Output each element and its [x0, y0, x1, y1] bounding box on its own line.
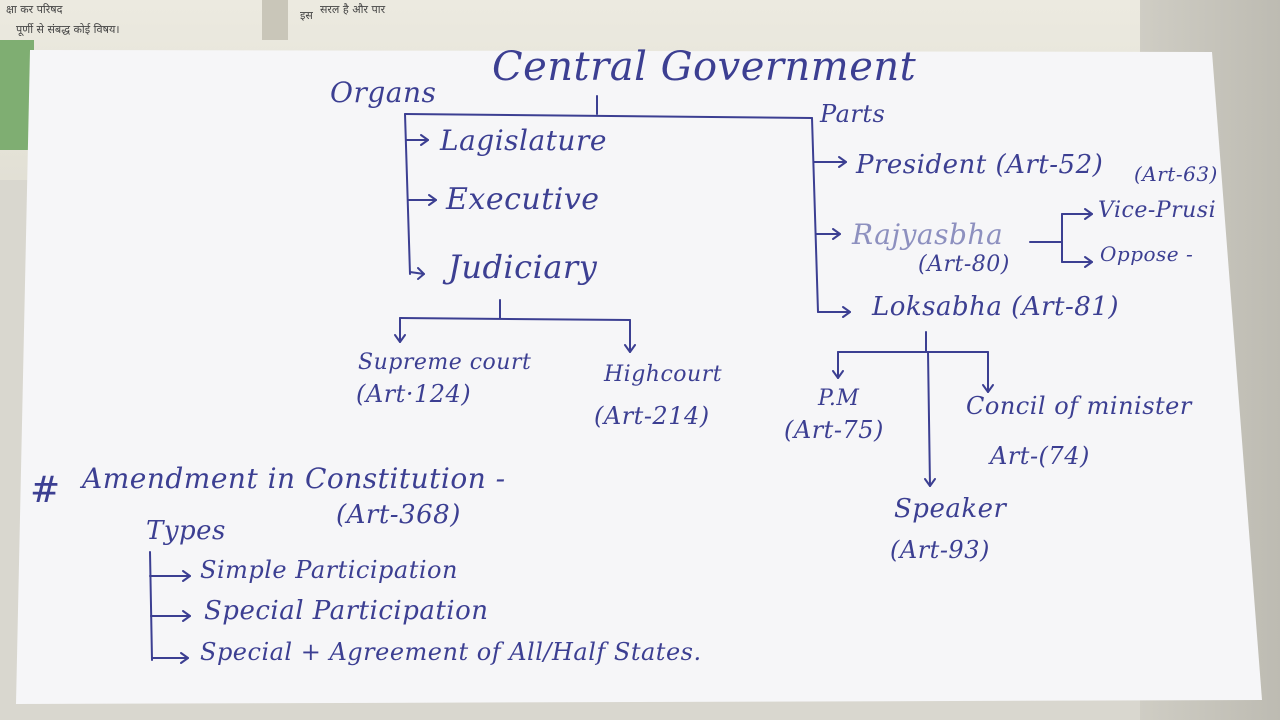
- parts-label: Parts: [820, 100, 886, 128]
- speaker-label: Speaker: [894, 494, 1007, 524]
- amendment-title: Amendment in Constitution -: [82, 462, 506, 495]
- book-text-line: सरल है और पार: [320, 3, 386, 16]
- supreme-court-label: Supreme court: [358, 350, 532, 375]
- organ-legislature: Lagislature: [440, 124, 607, 157]
- council-of-ministers-label: Concil of minister: [966, 392, 1192, 420]
- organs-label: Organs: [330, 76, 437, 109]
- amendment-type-special: Special Participation: [204, 596, 489, 626]
- vice-president-label: Vice-Prusi: [1098, 198, 1217, 223]
- supreme-court-article: (Art·124): [356, 380, 472, 408]
- diagram-title: Central Government: [492, 44, 917, 90]
- amendment-type-simple: Simple Participation: [200, 556, 458, 584]
- pm-article: (Art-75): [784, 416, 884, 444]
- art-63-label: (Art-63): [1134, 162, 1218, 186]
- high-court-label: Highcourt: [604, 362, 723, 387]
- book-binding: [262, 0, 288, 40]
- types-label: Types: [146, 516, 226, 546]
- high-court-article: (Art-214): [594, 402, 710, 430]
- pm-label: P.M: [818, 386, 860, 411]
- rajyasabha-article: (Art-80): [918, 252, 1010, 277]
- oppose-label: Oppose -: [1100, 242, 1194, 266]
- speaker-article: (Art-93): [890, 536, 990, 564]
- rajyasabha-label: Rajyasbha: [852, 218, 1004, 251]
- book-text-line: क्षा कर परिषद: [6, 3, 63, 16]
- book-text-line: पूर्णी से संबद्ध कोई विषय।: [16, 23, 120, 36]
- president-label: President (Art-52): [856, 150, 1104, 180]
- book-text-line: इस: [300, 9, 313, 22]
- organ-judiciary: Judiciary: [448, 248, 598, 286]
- hash-mark: #: [30, 470, 61, 511]
- council-of-ministers-article: Art-(74): [990, 442, 1090, 470]
- loksabha-label: Loksabha (Art-81): [872, 292, 1119, 322]
- amendment-article: (Art-368): [336, 500, 461, 530]
- organ-executive: Executive: [446, 182, 600, 217]
- amendment-type-special-agreement: Special + Agreement of All/Half States.: [200, 638, 702, 666]
